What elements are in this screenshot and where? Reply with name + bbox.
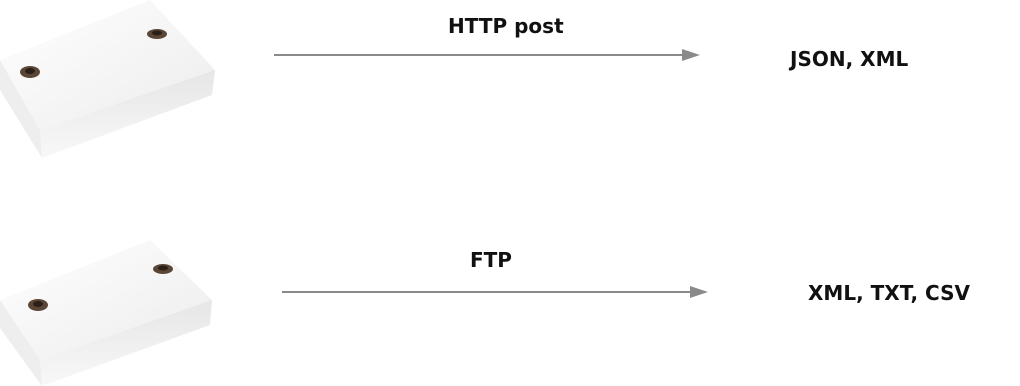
- flow-arrow: [272, 45, 702, 65]
- format-label: XML, TXT, CSV: [808, 281, 970, 305]
- protocol-label: FTP: [470, 248, 512, 272]
- sensor-device-icon: [0, 0, 215, 170]
- sensor-device-icon: [0, 240, 215, 386]
- flow-arrow: [280, 282, 710, 302]
- format-label: JSON, XML: [790, 47, 909, 71]
- protocol-label: HTTP post: [448, 14, 564, 38]
